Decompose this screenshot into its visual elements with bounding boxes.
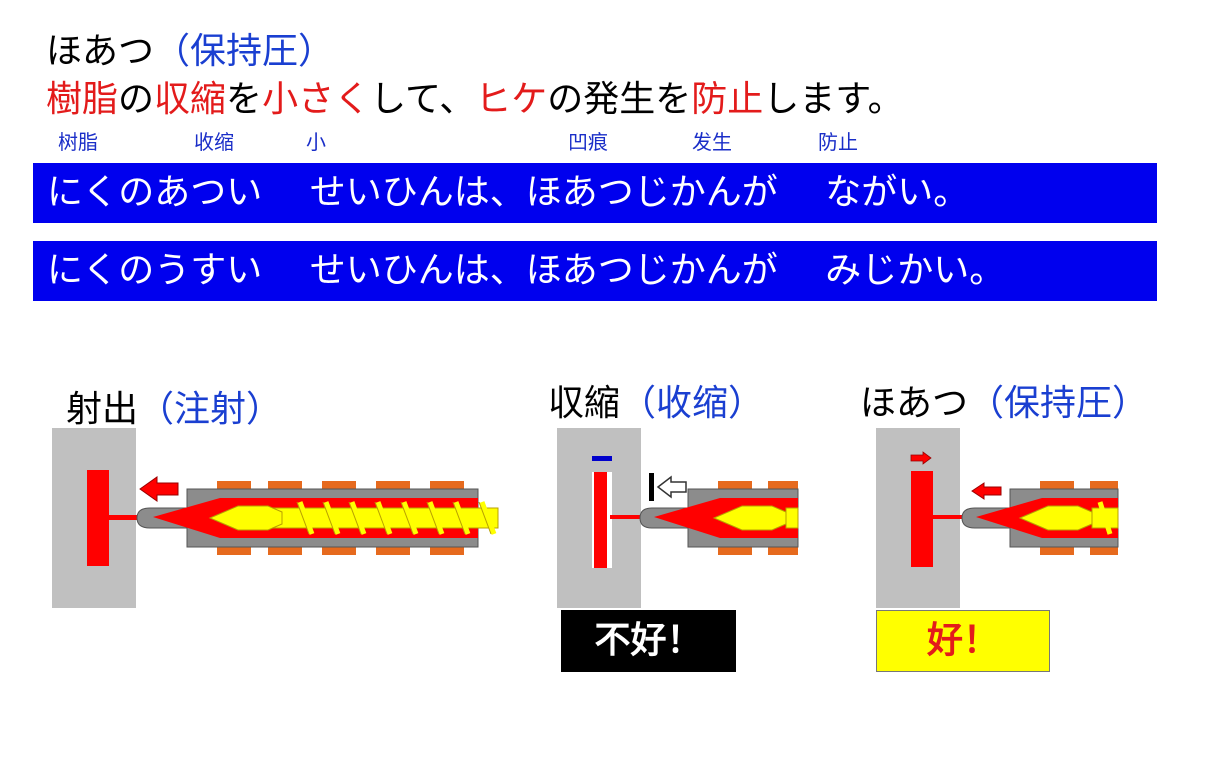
gloss-prevent: 防止: [818, 130, 858, 154]
hollow-arrow-left-icon: [656, 475, 687, 499]
screw-tip: [208, 505, 283, 531]
thin-product-bar: にくのうすい せいひんは、ほあつじかんが みじかい。: [33, 241, 1157, 301]
bar-text: せいひんは、ほあつじかんが: [309, 172, 778, 213]
gloss-sink-mark: 凹痕: [568, 130, 608, 154]
good-verdict: 好！: [876, 610, 1050, 672]
sentence-fragment: して、: [370, 79, 476, 120]
hold-label: ほあつ（保持圧）: [860, 382, 1148, 426]
sprue: [933, 515, 973, 519]
shrunk-part: [594, 472, 607, 568]
shrink-diagram: [557, 428, 799, 608]
sprue: [109, 515, 149, 520]
injection-label: 射出（注射）: [66, 388, 282, 432]
label-paren: （收缩）: [620, 383, 765, 424]
gloss-shrinkage: 收缩: [194, 130, 234, 154]
word-resin: 樹脂: [46, 79, 119, 120]
shrink-label: 収縮（收缩）: [548, 382, 764, 426]
hold-diagram: [876, 428, 1119, 608]
filled-part: [911, 471, 933, 567]
bar-text: ながい。: [825, 172, 970, 213]
sprue: [610, 515, 650, 519]
particle: の: [118, 79, 155, 120]
bad-verdict: 不好！: [561, 610, 736, 672]
word-prevent: 防止: [691, 79, 764, 120]
gloss-resin: 树脂: [58, 130, 98, 154]
label-main: 射出: [66, 389, 139, 430]
sentence-fragment: します。: [763, 79, 904, 120]
title-main: ほあつ: [46, 31, 155, 72]
injection-diagram: [52, 428, 499, 608]
bar-text: にくのうすい: [47, 250, 263, 291]
word-small: 小さく: [262, 79, 371, 120]
pressure-arrow-right-icon: [910, 451, 932, 465]
label-main: ほあつ: [860, 383, 969, 424]
heater-bands: [217, 481, 464, 555]
arrow-left-icon: [971, 482, 1002, 500]
gloss-occur: 发生: [692, 130, 732, 154]
particle: を: [226, 79, 263, 120]
molded-part: [87, 470, 109, 566]
screw-shaft: [785, 507, 799, 529]
word-sink-mark: ヒケ: [475, 79, 548, 120]
screw-flights: [297, 501, 497, 535]
gloss-small: 小: [306, 130, 326, 154]
bar-text: にくのあつい: [47, 172, 263, 213]
screw-flight: [1097, 501, 1113, 535]
main-sentence: 樹脂の収縮を小さくして、ヒケの発生を防止します。: [46, 76, 904, 124]
shrink-indicator: [592, 456, 612, 461]
heater-bands: [1040, 481, 1118, 555]
bar-text: みじかい。: [825, 250, 1006, 291]
bar-text: せいひんは、ほあつじかんが: [309, 250, 778, 291]
heater-bands: [718, 481, 798, 555]
screw-flight-outline: [296, 501, 492, 535]
word-shrinkage: 収縮: [154, 79, 227, 120]
title-paren: （保持圧）: [154, 31, 335, 72]
label-paren: （注射）: [138, 389, 283, 430]
page-title: ほあつ（保持圧）: [46, 30, 334, 74]
stop-bar-icon: [649, 473, 654, 501]
arrow-left-icon: [139, 476, 179, 502]
label-paren: （保持圧）: [968, 383, 1149, 424]
sentence-fragment: の発生を: [547, 79, 692, 120]
thick-product-bar: にくのあつい せいひんは、ほあつじかんが ながい。: [33, 163, 1157, 223]
label-main: 収縮: [548, 383, 621, 424]
